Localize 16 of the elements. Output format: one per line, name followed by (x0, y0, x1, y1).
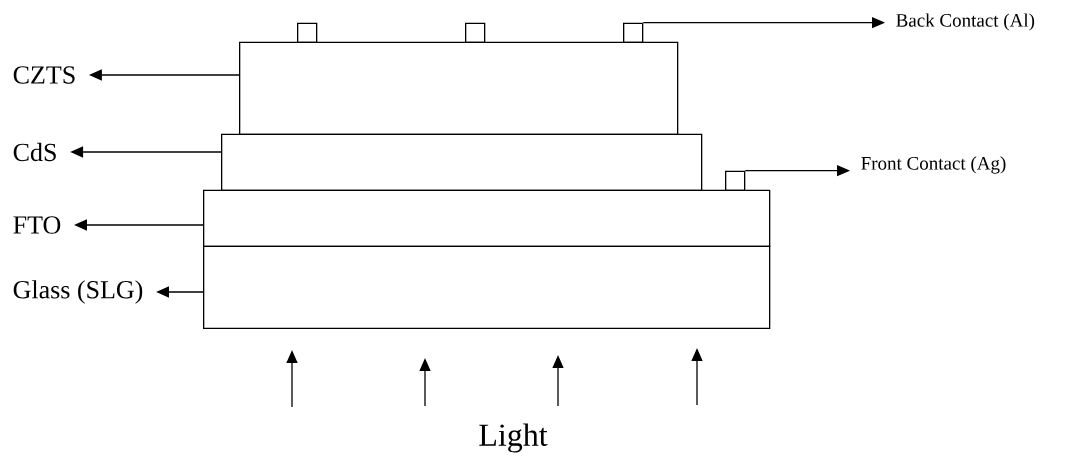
contact-pad (725, 170, 746, 191)
contact-label: Back Contact (Al) (896, 13, 1035, 31)
light-label: Light (479, 423, 548, 453)
contact-label: Front Contact (Ag) (861, 156, 1006, 174)
layer-label: Glass (SLG) (13, 280, 143, 304)
arrow (74, 219, 204, 231)
layer-label: FTO (13, 216, 61, 234)
layer-label: CdS (13, 142, 56, 162)
layer-label: CZTS (13, 66, 75, 84)
contact-pad (297, 22, 318, 43)
layer-box (203, 189, 771, 247)
layer-box (239, 41, 679, 135)
layer-box (203, 245, 771, 329)
layer-box (221, 133, 703, 191)
contact-pad (465, 22, 486, 43)
contact-pad (623, 22, 644, 43)
